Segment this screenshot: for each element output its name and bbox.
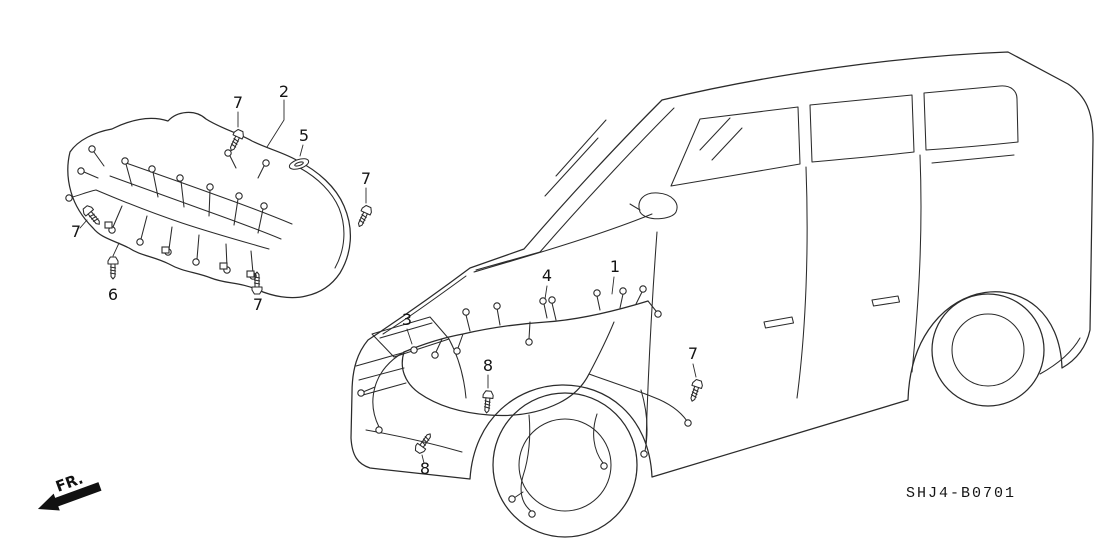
grille-lines — [355, 352, 407, 396]
harness-outline — [67, 111, 352, 299]
rear-bumper-seam — [1039, 337, 1081, 375]
callout-6: 6 — [108, 285, 118, 304]
bolt-icon — [226, 127, 246, 154]
callout-5: 5 — [299, 126, 309, 145]
quarter-window — [923, 85, 1019, 151]
diagram-part-code: SHJ4-B0701 — [906, 485, 1016, 502]
callout-3: 3 — [402, 310, 412, 329]
front-door-window — [670, 106, 801, 187]
callout-8: 8 — [483, 356, 493, 375]
bolt-icon — [107, 256, 119, 280]
callout-7: 7 — [233, 93, 243, 112]
bumper-lines — [365, 338, 467, 453]
harness-branch-stubs — [362, 291, 657, 499]
sliding-door-track — [931, 154, 1015, 164]
callout-4: 4 — [542, 266, 552, 285]
callout-8: 8 — [420, 459, 430, 478]
callout-2: 2 — [279, 82, 289, 101]
bolt-icon — [481, 390, 495, 414]
bolt-icon — [686, 378, 705, 404]
callout-7: 7 — [361, 169, 371, 188]
grommet-icon — [288, 158, 310, 170]
fr-arrow-icon — [37, 482, 102, 511]
side-mirror — [629, 192, 678, 220]
glass-hatch-lines — [544, 117, 743, 197]
bolt-icon — [80, 203, 104, 228]
front-wheel — [492, 392, 638, 538]
engine-room-harness — [357, 285, 692, 518]
fr-direction-arrow: FR. — [37, 469, 102, 511]
door-handles — [763, 295, 901, 329]
callout-1: 1 — [610, 257, 620, 276]
rear-wheel — [931, 293, 1045, 407]
dashboard-harness — [65, 111, 352, 299]
bolt-icon — [354, 203, 374, 230]
vehicle-body-silhouette — [350, 51, 1094, 480]
callout-7: 7 — [71, 222, 81, 241]
fasteners — [80, 127, 705, 456]
harness-connectors — [65, 145, 270, 280]
windshield — [473, 107, 675, 273]
callout-7: 7 — [253, 295, 263, 314]
callout-7: 7 — [688, 344, 698, 363]
callout-leader-lines — [79, 99, 697, 464]
bolt-icon — [412, 430, 435, 456]
vehicle-outline — [350, 51, 1094, 480]
sliding-door-window — [809, 94, 915, 163]
callout-labels: 7 2 5 7 7 6 7 3 4 1 8 7 8 — [71, 82, 698, 478]
harness-branches — [71, 151, 265, 274]
harness-connectors — [357, 285, 692, 518]
harness-trunk-lines — [95, 162, 345, 269]
